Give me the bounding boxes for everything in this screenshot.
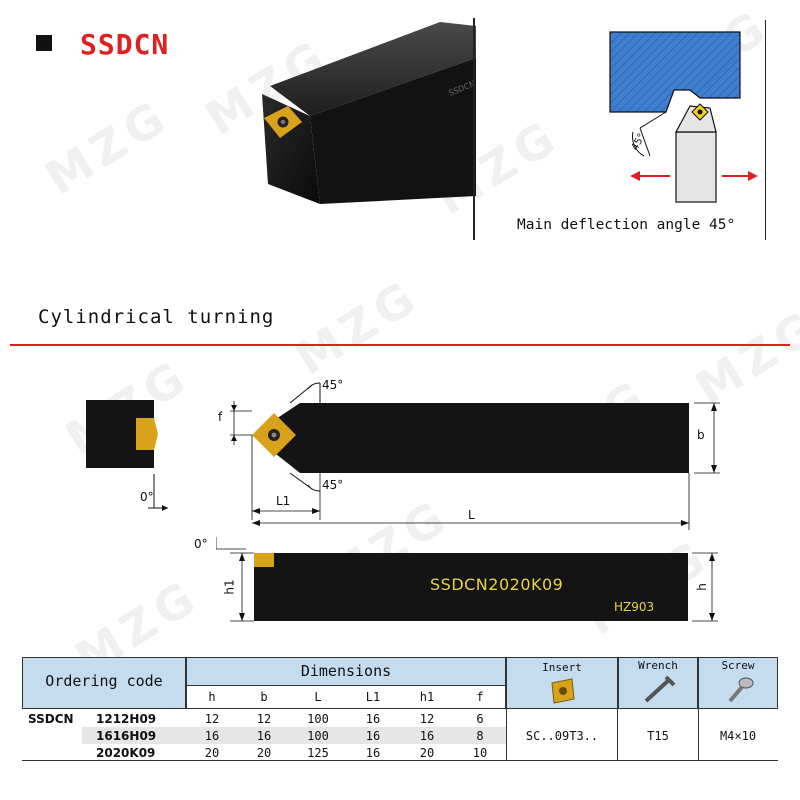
table-row-cell: 16	[365, 729, 381, 743]
table-row-cell: 100	[307, 729, 329, 743]
dimension-label-l: L	[468, 508, 475, 522]
column-header-l: L	[314, 690, 322, 704]
column-header-l1: L1	[365, 690, 381, 704]
column-header-h: h	[208, 690, 216, 704]
vertical-divider-right	[765, 20, 766, 240]
table-row-cell: 125	[307, 746, 329, 760]
insert-label: Insert	[542, 661, 582, 674]
table-row-cell: 16	[365, 746, 381, 760]
dimension-label-h1: h1	[222, 579, 237, 595]
dimension-label-h: h	[694, 583, 709, 591]
table-row-cell: 100	[307, 712, 329, 726]
table-row-cell: 20	[256, 746, 272, 760]
wrench-header	[618, 657, 698, 709]
screw-value: M4×10	[719, 729, 757, 743]
spec-table: Ordering code Dimensions Insert Wrench S…	[22, 657, 778, 767]
angle-label-top: 45°	[322, 378, 344, 392]
dimensions-label: Dimensions	[300, 662, 392, 680]
screw-header	[698, 657, 778, 709]
insert-column	[506, 709, 618, 761]
dimension-label-b: b	[697, 428, 705, 442]
series-code: SSDCN	[28, 712, 74, 726]
table-row-cell: 6	[476, 712, 484, 726]
table-row-cell: 16	[256, 729, 272, 743]
table-row-cell: 12	[256, 712, 272, 726]
top-view-drawing	[230, 382, 720, 530]
table-row-code: 2020K09	[96, 746, 156, 760]
table-row-cell: 20	[419, 746, 435, 760]
wrench-column	[698, 709, 699, 761]
table-body	[22, 709, 778, 761]
table-row-cell: 12	[419, 712, 435, 726]
column-header-h1: h1	[419, 690, 435, 704]
section-divider	[10, 344, 790, 346]
table-row-cell: 20	[204, 746, 220, 760]
tool-grade-marking: HZ903	[614, 600, 655, 614]
vertical-divider	[473, 18, 475, 240]
table-row-cell: 16	[419, 729, 435, 743]
tool-code-marking: SSDCN2020K09	[430, 575, 564, 594]
table-row-cell: 12	[204, 712, 220, 726]
column-header-b: b	[260, 690, 268, 704]
wrench-label: Wrench	[638, 659, 678, 672]
dimensions-subheader	[186, 685, 506, 709]
tool-holder-photo: SSDCN	[262, 22, 477, 204]
machining-diagram: 45°	[609, 31, 758, 203]
title-bullet	[36, 35, 52, 51]
table-row-cell: 16	[365, 712, 381, 726]
dimension-label-l1: L1	[276, 494, 291, 508]
screw-label: Screw	[721, 659, 755, 672]
screw-icon	[728, 677, 754, 703]
watermark: MZG	[285, 268, 429, 386]
insert-icon	[551, 678, 575, 704]
table-row-cell: 10	[472, 746, 488, 760]
row-highlight	[82, 727, 506, 744]
table-row-cell: 16	[204, 729, 220, 743]
watermark: MZG	[35, 88, 179, 206]
table-row-code: 1212H09	[96, 712, 157, 726]
angle-label-side-view: 0°	[194, 537, 208, 551]
angle-label-bottom: 45°	[322, 478, 344, 492]
wrench-value: T15	[647, 729, 669, 743]
end-view-drawing	[86, 400, 168, 511]
column-header-f: f	[476, 690, 484, 704]
ordering-code-header	[22, 657, 186, 709]
insert-value: SC..09T3..	[525, 729, 599, 743]
angle-label-side: 0°	[140, 490, 154, 504]
page-title: SSDCN	[80, 28, 170, 61]
wrench-icon	[644, 675, 676, 703]
ordering-code-label: Ordering code	[45, 672, 163, 690]
table-row-code: 1616H09	[96, 729, 157, 743]
deflection-angle-caption: Main deflection angle 45°	[517, 217, 736, 233]
table-row-cell: 8	[476, 729, 484, 743]
side-view-drawing	[216, 537, 718, 622]
section-heading: Cylindrical turning	[38, 306, 275, 328]
dimension-label-f: f	[218, 410, 223, 424]
